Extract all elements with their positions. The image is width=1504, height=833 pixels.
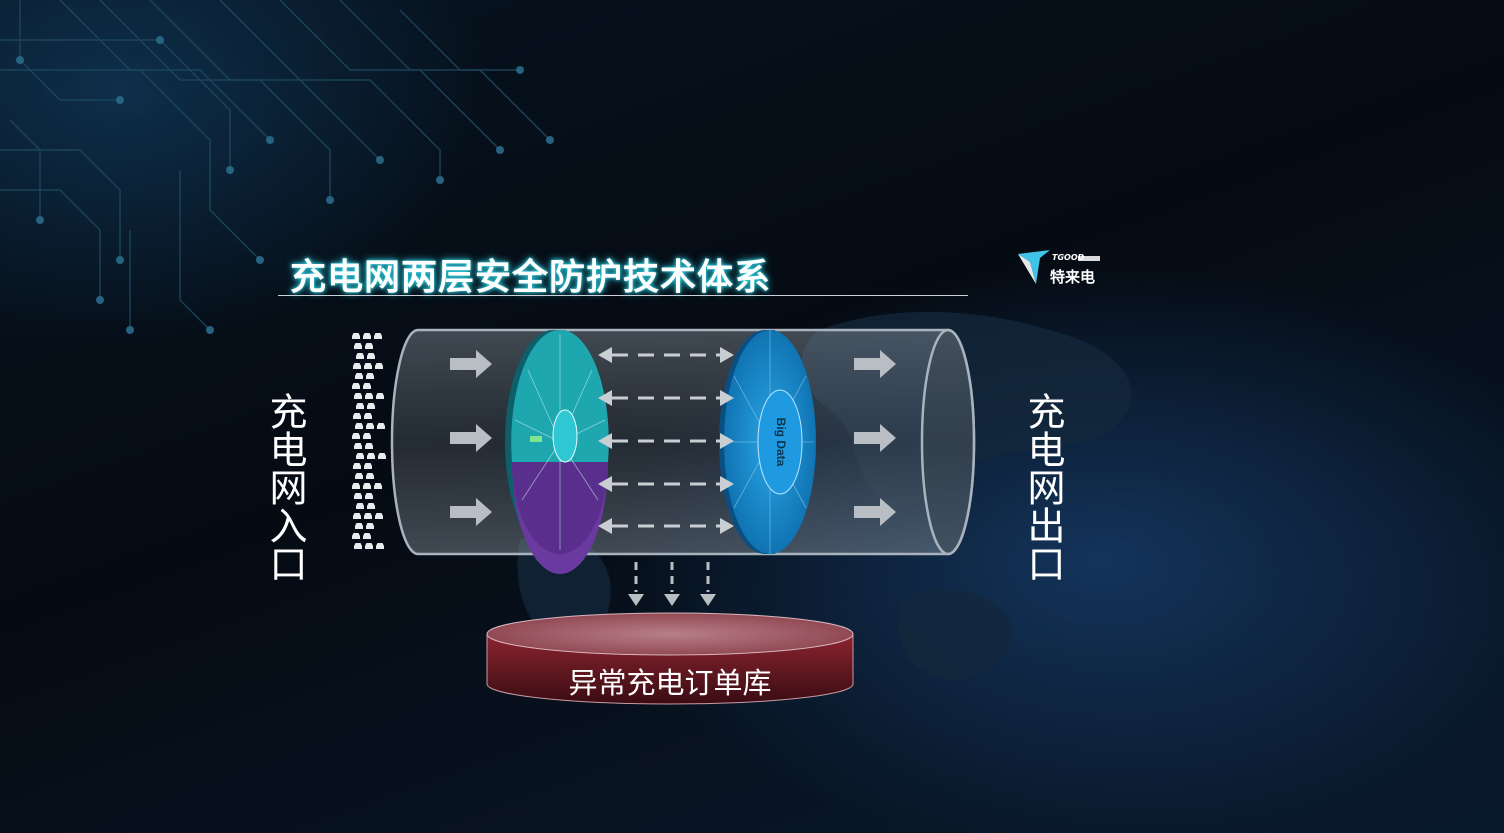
car-icon — [355, 523, 363, 529]
car-icon — [374, 333, 382, 339]
car-icon — [376, 543, 384, 549]
car-icon — [365, 493, 373, 499]
car-icon — [367, 403, 375, 409]
logo-brand-en: TGOOD — [1052, 253, 1085, 262]
car-icon — [354, 543, 362, 549]
vehicle-crowd — [352, 333, 386, 549]
car-icon — [356, 353, 364, 359]
car-icon — [367, 353, 375, 359]
flow-arrow-in-1 — [450, 350, 492, 378]
car-icon — [355, 423, 363, 429]
car-icon — [365, 443, 373, 449]
car-icon — [364, 513, 372, 519]
car-icon — [352, 333, 360, 339]
car-icon — [352, 533, 360, 539]
car-icon — [354, 393, 362, 399]
car-icon — [354, 443, 362, 449]
car-icon — [366, 373, 374, 379]
flow-arrows — [450, 350, 896, 526]
car-icon — [364, 413, 372, 419]
car-icon — [355, 373, 363, 379]
car-icon — [363, 333, 371, 339]
bidirectional-arrows — [612, 353, 720, 528]
car-icon — [354, 343, 362, 349]
network-exit-label: 充电网出口 — [1021, 392, 1065, 582]
circuit-nodes — [16, 36, 554, 334]
car-icon — [377, 423, 385, 429]
database-label: 异常充电订单库 — [568, 666, 772, 700]
circuit-pattern — [0, 0, 551, 331]
car-icon — [356, 503, 364, 509]
car-icon — [363, 533, 371, 539]
car-icon — [353, 413, 361, 419]
car-icon — [367, 453, 375, 459]
car-icon — [365, 543, 373, 549]
car-icon — [364, 463, 372, 469]
car-icon — [366, 523, 374, 529]
car-icon — [363, 383, 371, 389]
car-icon — [365, 343, 373, 349]
car-icon — [352, 483, 360, 489]
car-icon — [376, 393, 384, 399]
flow-arrow-in-3 — [450, 498, 492, 526]
car-icon — [364, 363, 372, 369]
car-icon — [363, 483, 371, 489]
first-disc-highlight — [530, 436, 542, 442]
flow-arrow-out-2 — [854, 424, 896, 452]
title-underline — [278, 295, 968, 296]
car-icon — [374, 483, 382, 489]
car-icon — [356, 403, 364, 409]
car-icon — [378, 453, 386, 459]
second-disc-hub — [757, 389, 803, 495]
car-icon — [352, 433, 360, 439]
first-disc-hub — [552, 409, 578, 463]
second-disc-center-label: Big Data — [774, 418, 788, 467]
car-icon — [353, 463, 361, 469]
car-icon — [375, 513, 383, 519]
car-icon — [352, 383, 360, 389]
car-icon — [356, 453, 364, 459]
tgood-logo-icon — [1018, 250, 1100, 284]
second-layer-disc: Big Data — [719, 330, 816, 554]
pipe-exit-rim — [920, 328, 976, 556]
car-icon — [367, 503, 375, 509]
flow-arrow-out-1 — [854, 350, 896, 378]
flow-arrow-in-2 — [450, 424, 492, 452]
car-icon — [353, 513, 361, 519]
car-icon — [363, 433, 371, 439]
page-title: 充电网两层安全防护技术体系 — [290, 257, 772, 298]
down-arrows — [628, 562, 716, 606]
car-icon — [375, 363, 383, 369]
database-top — [486, 612, 854, 656]
network-entry-label: 充电网入口 — [263, 392, 307, 582]
first-layer-disc — [505, 329, 609, 574]
car-icon — [355, 473, 363, 479]
car-icon — [366, 473, 374, 479]
flow-arrow-out-3 — [854, 498, 896, 526]
logo-brand-cn: 特来电 — [1050, 268, 1096, 286]
car-icon — [365, 393, 373, 399]
abnormal-order-database — [486, 612, 854, 705]
bidirectional-arrow-heads — [598, 347, 734, 534]
car-icon — [366, 423, 374, 429]
car-icon — [353, 363, 361, 369]
car-icon — [354, 493, 362, 499]
